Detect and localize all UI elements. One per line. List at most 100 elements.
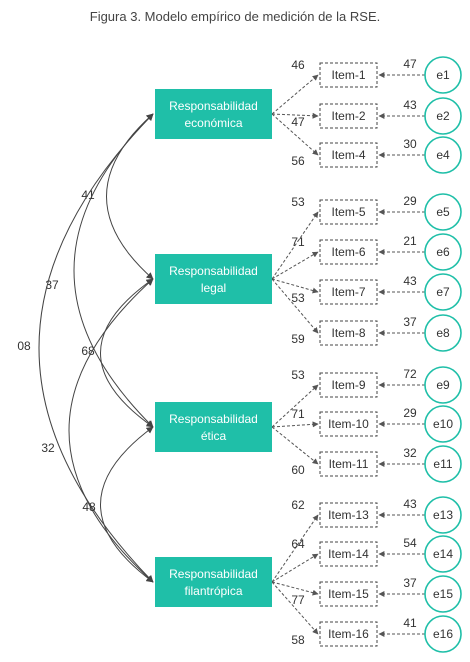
item-box: Item-2 xyxy=(319,103,378,129)
error-circle-shape xyxy=(424,445,462,483)
correlation-value: 08 xyxy=(17,339,31,353)
error-value: 43 xyxy=(403,98,417,112)
item-label: Item-14 xyxy=(328,547,369,561)
item-label: Item-11 xyxy=(329,457,369,471)
factor-label: filantrópica xyxy=(184,584,242,598)
item-label: Item-9 xyxy=(331,378,365,392)
loading-arrow xyxy=(271,113,319,156)
item-label: Item-13 xyxy=(328,508,369,522)
item-box-border xyxy=(319,62,378,88)
correlation-arc xyxy=(73,113,154,428)
loading-value: 53 xyxy=(291,195,305,209)
item-box: Item-8 xyxy=(319,320,378,346)
item-label: Item-6 xyxy=(331,245,365,259)
correlation-arc xyxy=(106,113,154,280)
item-label: Item-5 xyxy=(331,205,365,219)
loading-value: 71 xyxy=(291,407,305,421)
factor-label: Responsabilidad xyxy=(169,412,258,426)
item-box: Item-1 xyxy=(319,62,378,88)
factor-label: ética xyxy=(201,429,227,443)
item-box-border xyxy=(319,451,378,477)
error-circle: e11 xyxy=(424,445,462,483)
factor-box-bg xyxy=(155,254,272,304)
error-circle: e2 xyxy=(424,97,462,135)
loading-arrow xyxy=(271,112,319,119)
error-value: 37 xyxy=(403,315,417,329)
item-label: Item-1 xyxy=(331,68,365,82)
error-label: e15 xyxy=(433,587,453,601)
error-circle: e6 xyxy=(424,233,462,271)
item-box: Item-10 xyxy=(319,411,378,437)
error-circle: e10 xyxy=(424,405,462,443)
error-circle-shape xyxy=(424,615,462,653)
item-label: Item-10 xyxy=(328,417,369,431)
loading-arrow xyxy=(271,421,319,428)
figure-title: Figura 3. Modelo empírico de medición de… xyxy=(89,9,381,24)
factor-label: económica xyxy=(184,116,242,130)
error-circle: e4 xyxy=(424,136,462,174)
loading-arrow xyxy=(271,251,319,280)
error-value: 29 xyxy=(403,406,417,420)
item-label: Item-2 xyxy=(331,109,365,123)
item-box: Item-5 xyxy=(319,199,378,225)
loading-arrow xyxy=(271,426,319,465)
loading-arrow xyxy=(271,581,319,596)
correlation-value: 48 xyxy=(82,500,96,514)
loading-value: 60 xyxy=(291,463,305,477)
item-box-border xyxy=(319,541,378,567)
item-box-border xyxy=(319,502,378,528)
error-circle: e15 xyxy=(424,575,462,613)
factor-label: Responsabilidad xyxy=(169,264,258,278)
item-box-border xyxy=(319,411,378,437)
error-label: e6 xyxy=(436,245,450,259)
error-label: e9 xyxy=(436,378,450,392)
item-label: Item-8 xyxy=(331,326,365,340)
error-value: 43 xyxy=(403,274,417,288)
item-box: Item-16 xyxy=(319,621,378,647)
correlation-arc xyxy=(100,426,154,583)
error-circle-shape xyxy=(424,314,462,352)
loading-value: 47 xyxy=(291,115,305,129)
error-circle-shape xyxy=(424,405,462,443)
item-box-border xyxy=(319,372,378,398)
item-box-border xyxy=(319,581,378,607)
item-box-border xyxy=(319,103,378,129)
item-box: Item-13 xyxy=(319,502,378,528)
item-box-border xyxy=(319,142,378,168)
correlation-value: 32 xyxy=(41,441,55,455)
factor-box: Responsabilidad legal xyxy=(155,254,272,304)
loading-arrow xyxy=(271,278,319,334)
error-value: 41 xyxy=(403,616,417,630)
factor-label: legal xyxy=(201,281,226,295)
error-label: e16 xyxy=(433,627,453,641)
error-label: e2 xyxy=(436,109,450,123)
item-box-border xyxy=(319,199,378,225)
error-circle-shape xyxy=(424,366,462,404)
error-circle: e13 xyxy=(424,496,462,534)
error-value: 47 xyxy=(403,57,417,71)
error-circle: e5 xyxy=(424,193,462,231)
error-circle: e7 xyxy=(424,273,462,311)
item-box-border xyxy=(319,621,378,647)
item-label: Item-4 xyxy=(331,148,365,162)
error-value: 54 xyxy=(403,536,417,550)
item-label: Item-15 xyxy=(328,587,369,601)
error-value: 30 xyxy=(403,137,417,151)
item-box: Item-4 xyxy=(319,142,378,168)
loading-value: 56 xyxy=(291,154,305,168)
error-label: e8 xyxy=(436,326,450,340)
error-circle-shape xyxy=(424,193,462,231)
factor-box-bg xyxy=(155,402,272,452)
loading-value: 71 xyxy=(291,235,305,249)
item-box: Item-6 xyxy=(319,239,378,265)
error-circle-shape xyxy=(424,575,462,613)
loading-arrow xyxy=(271,581,319,635)
item-box: Item-14 xyxy=(319,541,378,567)
loading-value: 58 xyxy=(291,633,305,647)
loading-arrow xyxy=(271,384,319,428)
correlation-value: 68 xyxy=(81,344,95,358)
